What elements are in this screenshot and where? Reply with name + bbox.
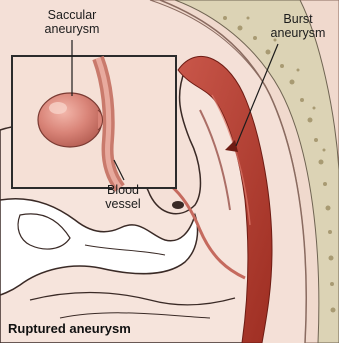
label-burst-aneurysm: Burst aneurysm bbox=[256, 12, 339, 40]
label-saccular-aneurysm: Saccular aneurysm bbox=[17, 8, 127, 36]
label-burst-text: Burst aneurysm bbox=[271, 12, 326, 40]
label-blood-vessel: Blood vessel bbox=[88, 183, 158, 211]
label-vessel-text: Blood vessel bbox=[105, 183, 140, 211]
saccular-aneurysm bbox=[38, 93, 102, 147]
sulcus-opening bbox=[172, 201, 184, 209]
caption: Ruptured aneurysm bbox=[8, 321, 131, 336]
label-saccular-text: Saccular aneurysm bbox=[45, 8, 100, 36]
